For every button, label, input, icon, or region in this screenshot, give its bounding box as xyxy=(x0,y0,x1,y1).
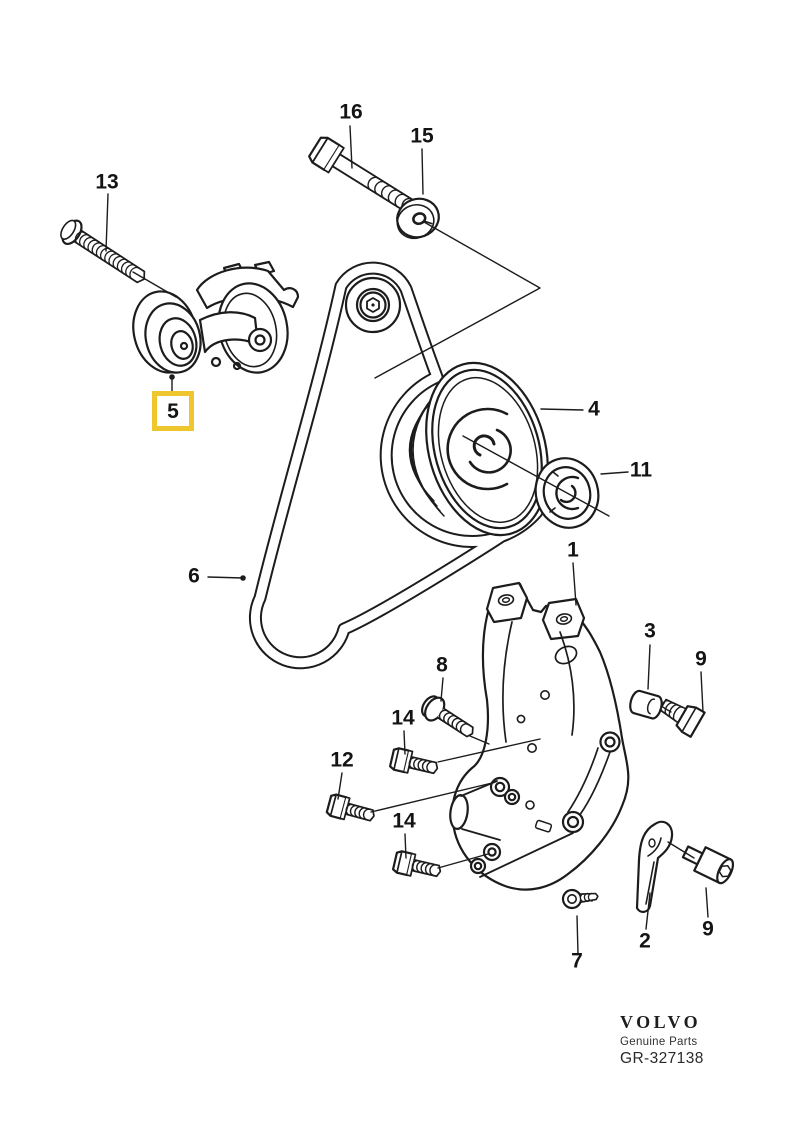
screw-8-drawing xyxy=(420,695,474,738)
callout-5-highlighted[interactable]: 5 xyxy=(152,391,194,431)
volvo-logo: VOLVO xyxy=(620,1012,702,1032)
callout-14[interactable]: 14 xyxy=(391,706,415,730)
callout-14[interactable]: 14 xyxy=(392,809,416,833)
sleeve-3-drawing xyxy=(629,689,663,720)
bracket-2-drawing xyxy=(635,820,674,913)
brand-tagline: Genuine Parts xyxy=(620,1036,698,1048)
screw-7-drawing xyxy=(561,888,599,910)
bracket-1-drawing xyxy=(449,581,630,891)
callout-1[interactable]: 1 xyxy=(567,538,579,562)
callout-15[interactable]: 15 xyxy=(410,124,434,148)
callout-6[interactable]: 6 xyxy=(188,564,200,588)
callout-9[interactable]: 9 xyxy=(695,647,707,671)
bolt-13-drawing xyxy=(60,219,146,284)
leader-lines xyxy=(105,125,709,955)
callout-12[interactable]: 12 xyxy=(330,748,354,772)
idler-pulley-hub-drawing xyxy=(355,287,391,323)
callout-13[interactable]: 13 xyxy=(95,170,119,194)
bolt-9-lower-drawing xyxy=(681,845,735,885)
callout-9[interactable]: 9 xyxy=(702,917,714,941)
callout-3[interactable]: 3 xyxy=(644,619,656,643)
callout-2[interactable]: 2 xyxy=(639,929,651,953)
brand-block: VOLVO Genuine Parts GR-327138 xyxy=(620,1012,750,1068)
tensioner-drawing xyxy=(132,260,300,374)
callout-7[interactable]: 7 xyxy=(571,949,583,973)
bolt-9-upper-drawing xyxy=(659,698,706,738)
figure-code: GR-327138 xyxy=(620,1050,704,1067)
callout-16[interactable]: 16 xyxy=(339,100,363,124)
callout-11[interactable]: 11 xyxy=(629,458,653,482)
callout-8[interactable]: 8 xyxy=(436,653,448,677)
washer-15-drawing xyxy=(396,197,440,240)
callout-4[interactable]: 4 xyxy=(588,397,600,421)
